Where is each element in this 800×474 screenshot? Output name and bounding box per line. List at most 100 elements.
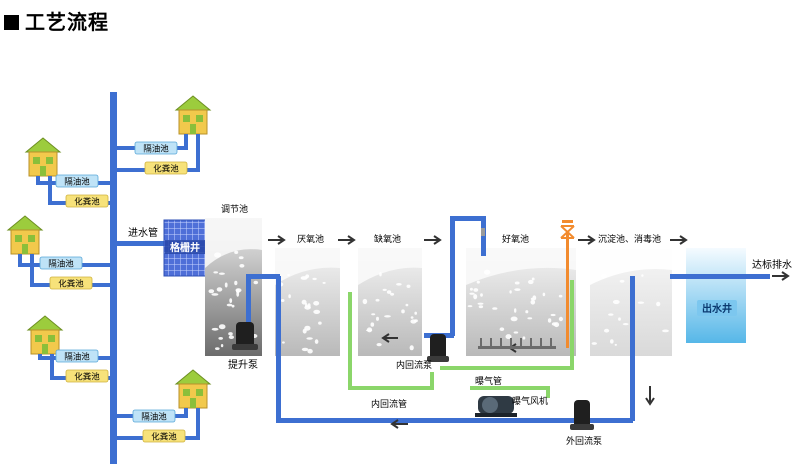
bubble bbox=[505, 334, 512, 340]
internal-pump-body bbox=[430, 334, 446, 360]
bubble bbox=[473, 294, 478, 300]
title-text: 工艺流程 bbox=[25, 10, 109, 34]
internal-return-green-loop bbox=[348, 292, 434, 390]
grille-well-label-bg bbox=[165, 240, 205, 254]
bubble bbox=[235, 288, 242, 293]
aeration-bubbles bbox=[208, 250, 669, 354]
oil-separator-tag bbox=[55, 174, 99, 188]
check-valve-icon bbox=[481, 228, 485, 236]
bubble bbox=[509, 290, 512, 294]
oil-separator-label: 隔油池 bbox=[141, 412, 167, 423]
bubble bbox=[371, 313, 376, 316]
bubble bbox=[366, 327, 373, 333]
bubble bbox=[558, 316, 564, 322]
diffuser-stem bbox=[540, 338, 542, 347]
oil-separator-label: 隔油池 bbox=[64, 352, 90, 363]
discharge-label: 达标排水 bbox=[752, 258, 792, 271]
bubble bbox=[313, 301, 320, 306]
anoxic-tank-wave bbox=[358, 248, 422, 285]
bubble bbox=[306, 337, 313, 340]
oil-separator-tag bbox=[134, 141, 178, 155]
bubble bbox=[405, 303, 409, 307]
external-pump-base bbox=[570, 424, 594, 430]
bubble bbox=[301, 347, 309, 352]
bubble bbox=[619, 279, 625, 283]
lift-pump-base bbox=[232, 344, 258, 350]
bubble bbox=[530, 299, 536, 305]
external-return-bottom bbox=[276, 418, 633, 423]
bubble bbox=[591, 342, 597, 345]
bubble bbox=[238, 256, 244, 260]
bubble bbox=[228, 332, 233, 336]
bubble bbox=[662, 329, 669, 333]
bubble bbox=[473, 288, 479, 292]
diffuser-stem bbox=[530, 338, 532, 347]
bubble bbox=[228, 335, 234, 340]
bubble bbox=[531, 277, 535, 281]
oil-separator-label: 隔油池 bbox=[64, 177, 90, 188]
bubble bbox=[220, 344, 224, 348]
anoxic-tank-label: 缺氧池 bbox=[374, 233, 401, 245]
bubble bbox=[612, 299, 620, 305]
bubble bbox=[527, 317, 533, 320]
bubble bbox=[218, 324, 226, 330]
bubble bbox=[637, 301, 645, 304]
diffuser-stem bbox=[480, 338, 482, 347]
bubble bbox=[480, 293, 483, 297]
bubble bbox=[618, 317, 621, 321]
bubble bbox=[513, 331, 519, 334]
internal-return-top bbox=[450, 216, 486, 221]
aerobic-tank-wave bbox=[466, 248, 576, 285]
house-icon bbox=[26, 315, 64, 355]
aeration-pipe-label: 曝气管 bbox=[475, 375, 502, 387]
outlet-well bbox=[686, 248, 746, 343]
bubble bbox=[288, 294, 291, 299]
bubble bbox=[300, 276, 308, 280]
bubble bbox=[384, 315, 391, 318]
external-return-arrow bbox=[390, 419, 408, 429]
regulating-tank-label: 调节池 bbox=[221, 203, 248, 215]
internal-return-riser bbox=[450, 216, 455, 336]
bubble bbox=[382, 288, 387, 291]
bubble bbox=[379, 272, 382, 277]
septic-tank-label: 化粪池 bbox=[151, 432, 177, 443]
bubble bbox=[396, 283, 402, 286]
bubble bbox=[218, 337, 223, 340]
oil-separator-label: 隔油池 bbox=[143, 144, 169, 155]
bubble bbox=[224, 282, 228, 288]
lift-pipe-horizontal bbox=[246, 274, 280, 279]
oil-separator-tag bbox=[39, 256, 83, 270]
septic-tank-label: 化粪池 bbox=[153, 164, 179, 175]
bubble bbox=[514, 308, 517, 313]
internal-pump-label: 内回流泵 bbox=[396, 359, 432, 371]
bubble bbox=[307, 348, 313, 354]
bubble bbox=[469, 287, 473, 291]
bubble bbox=[477, 302, 484, 305]
outlet-well-label-bg bbox=[697, 300, 737, 316]
aeration-diffusers bbox=[480, 338, 552, 347]
septic-tank-tag bbox=[49, 276, 93, 290]
septic-tank-tag bbox=[65, 194, 109, 208]
blower-label: 曝气风机 bbox=[512, 395, 548, 407]
bubble bbox=[304, 325, 311, 331]
bubble bbox=[641, 274, 644, 277]
bubble bbox=[322, 281, 326, 284]
bubble bbox=[253, 280, 259, 285]
grille-well-label: 格栅井 bbox=[170, 241, 200, 254]
bubble bbox=[312, 277, 317, 281]
lift-pipe-vertical bbox=[246, 274, 251, 336]
air-valve-handle bbox=[562, 220, 573, 223]
bubble bbox=[553, 322, 560, 328]
title-square-icon bbox=[4, 15, 19, 30]
bubble bbox=[558, 294, 563, 298]
bubble bbox=[211, 293, 219, 296]
bubble bbox=[406, 284, 411, 288]
bubble bbox=[215, 347, 220, 350]
bubble bbox=[234, 250, 239, 254]
inlet-pipe bbox=[117, 241, 165, 246]
